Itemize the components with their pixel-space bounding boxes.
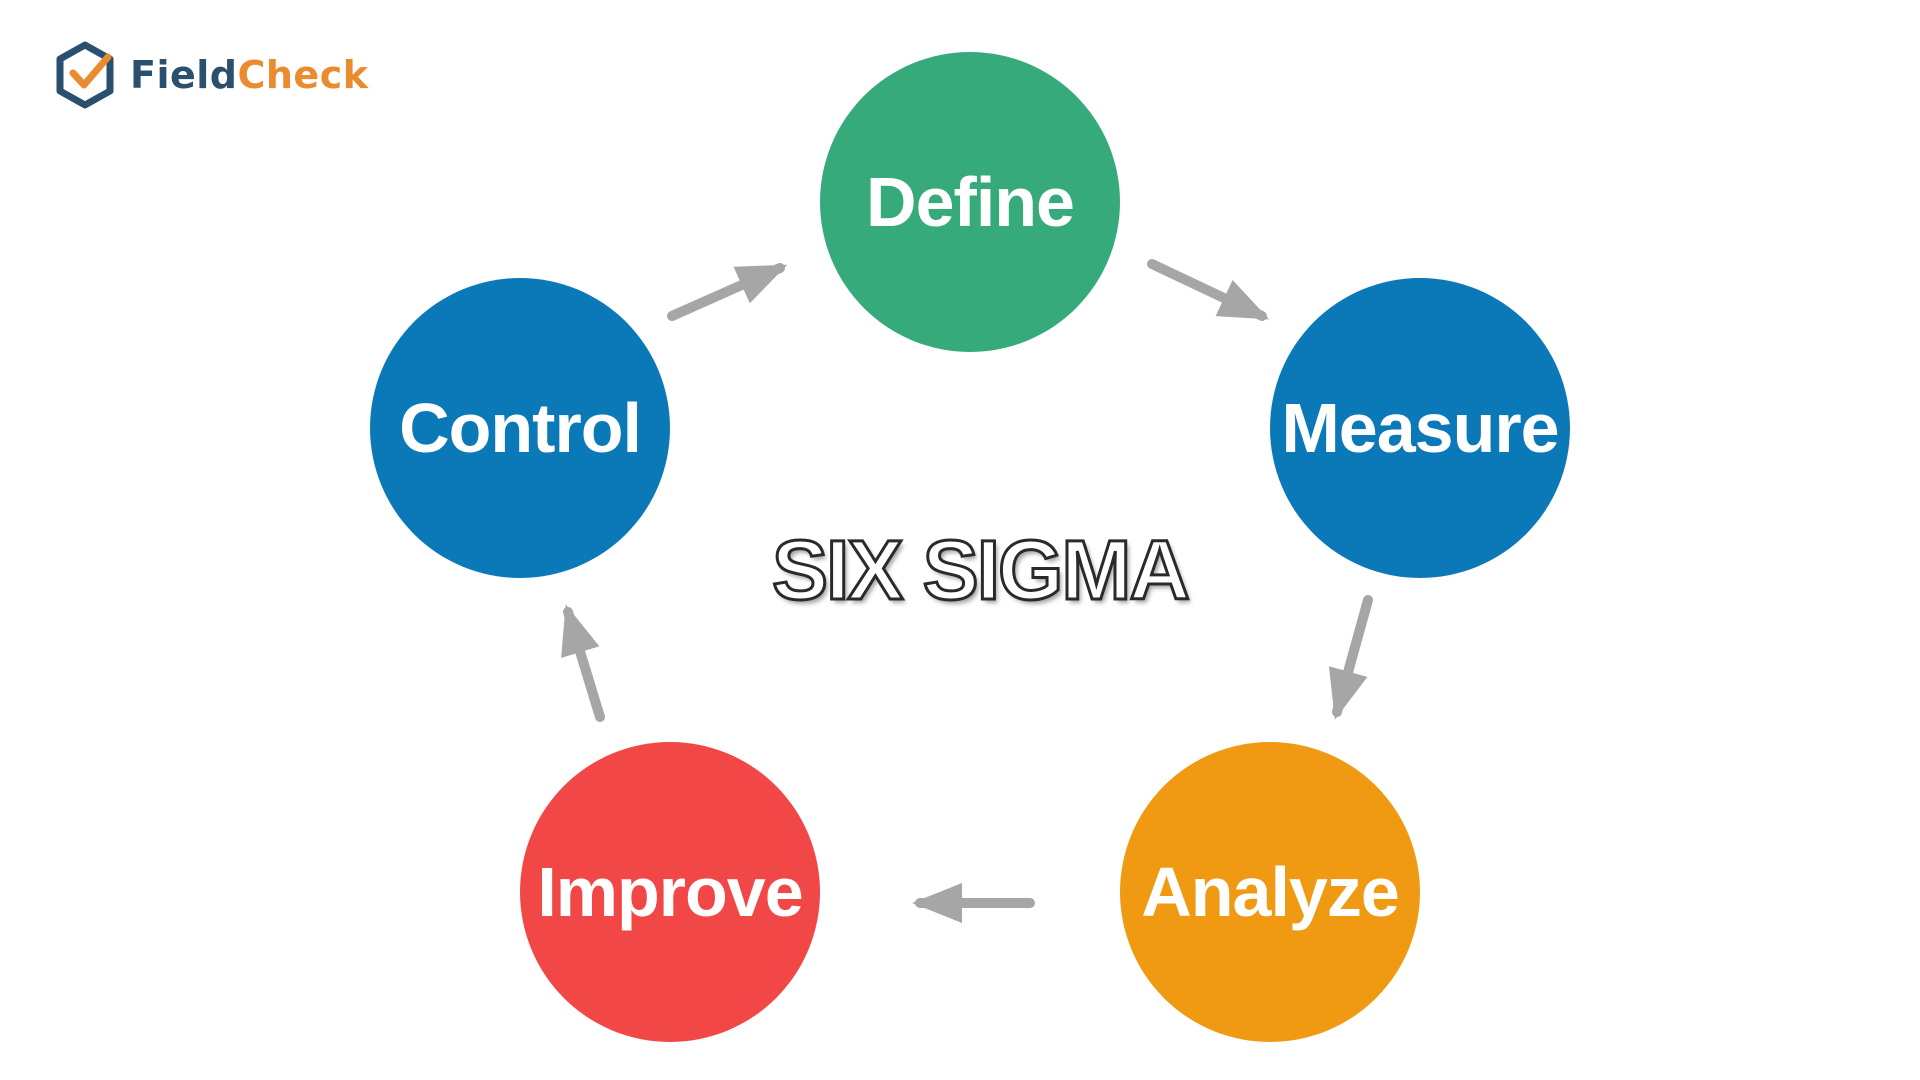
stage-control: Control <box>370 278 670 578</box>
hexagon-check-icon <box>56 41 114 109</box>
arrow-define-to-measure <box>1147 259 1270 321</box>
logo-hexagon <box>56 41 114 109</box>
diagram-title: SIX SIGMA <box>770 523 1191 617</box>
logo-check <box>69 53 112 89</box>
stage-improve-label: Improve <box>537 853 803 931</box>
stage-analyze: Analyze <box>1120 742 1420 1042</box>
logo-wordmark-field: Field <box>130 53 238 97</box>
logo-wordmark-check: Check <box>237 53 369 97</box>
stage-measure-label: Measure <box>1281 389 1559 467</box>
stage-control-label: Control <box>399 389 642 467</box>
logo-wordmark: FieldCheck <box>130 56 369 94</box>
arrow-measure-to-analyze <box>1328 595 1373 720</box>
stage-improve: Improve <box>520 742 820 1042</box>
stage-define-label: Define <box>866 163 1075 241</box>
arrow-improve-to-control <box>561 604 605 722</box>
stage-measure: Measure <box>1270 278 1570 578</box>
stage-analyze-label: Analyze <box>1141 853 1400 931</box>
arrow-control-to-define <box>667 263 788 321</box>
fieldcheck-logo: FieldCheck <box>54 40 369 110</box>
stage-define: Define <box>820 52 1120 352</box>
